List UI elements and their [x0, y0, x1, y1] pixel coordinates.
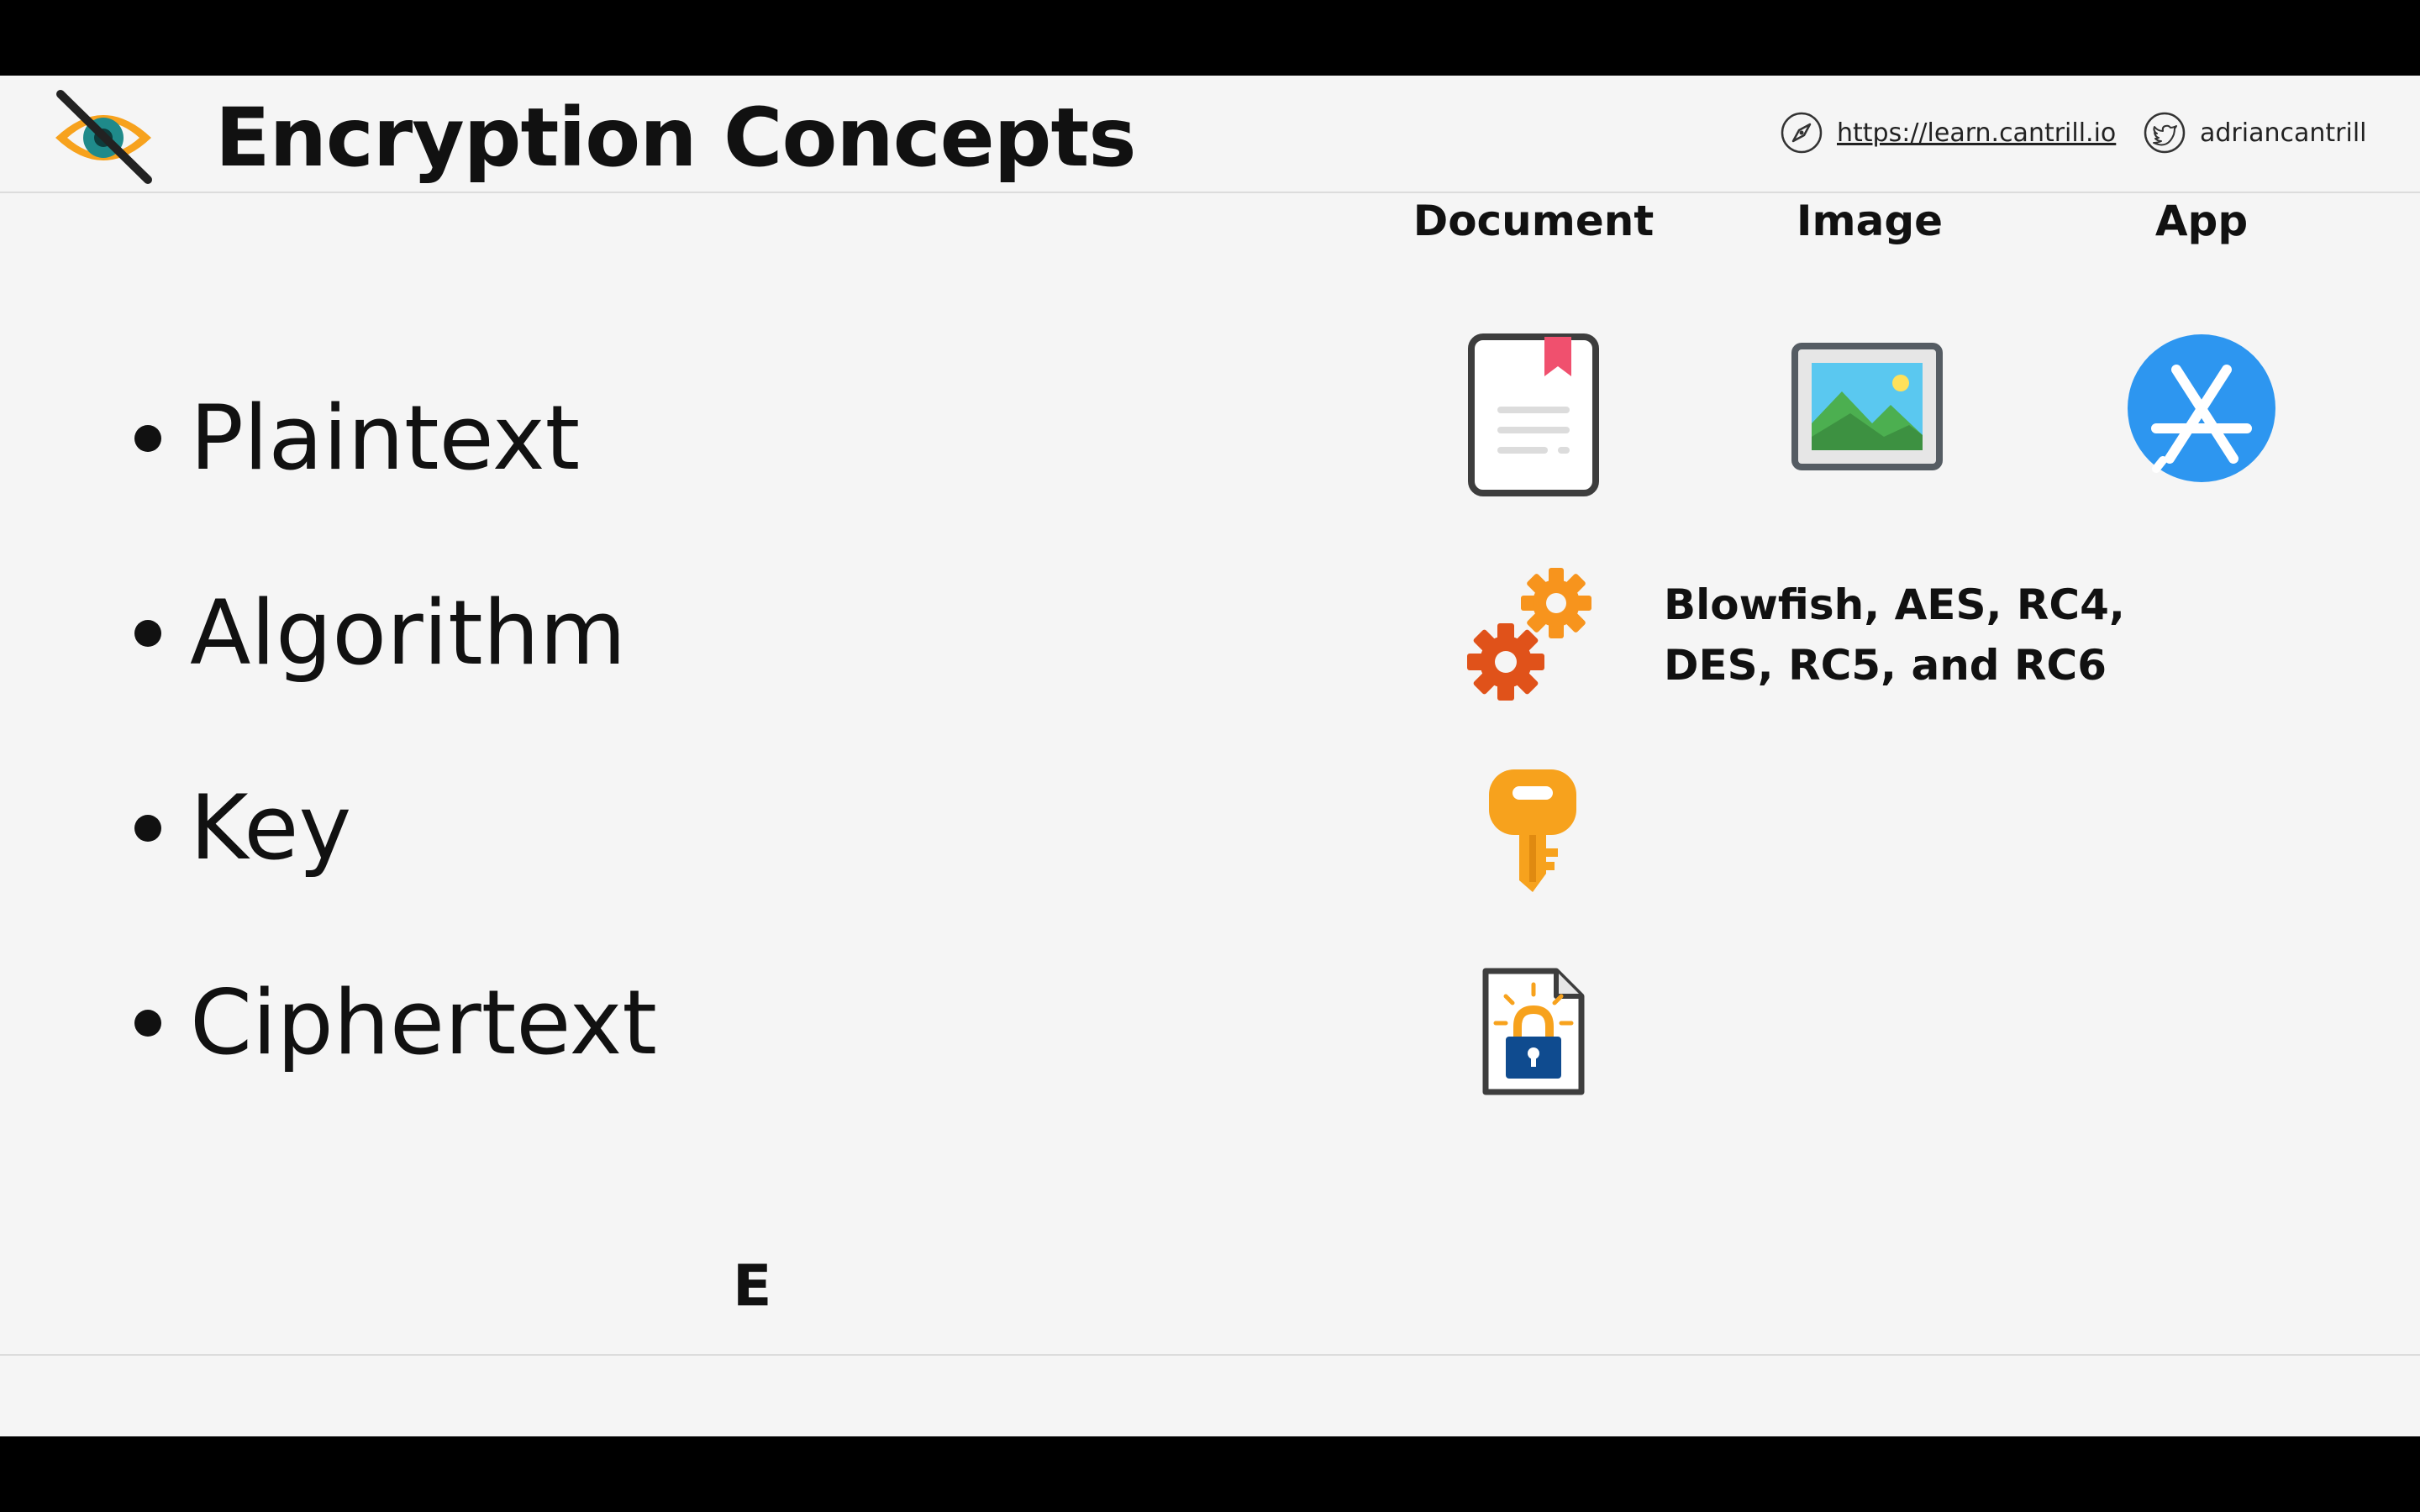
letterbox-bottom: [0, 1436, 2420, 1512]
header-divider: [0, 192, 2420, 193]
twitter-handle[interactable]: adriancantrill: [2143, 111, 2367, 155]
algorithm-examples-line-1: Blowfish, AES, RC4,: [1664, 580, 2125, 629]
website-link[interactable]: https://learn.cantrill.io: [1780, 111, 2116, 155]
column-header-app: App: [2154, 197, 2249, 245]
page-title: Encryption Concepts: [215, 91, 1136, 185]
bullet-dot: [134, 814, 161, 842]
algorithm-examples-line-2: DES, RC5, and RC6: [1664, 641, 2107, 690]
compass-icon: [1781, 112, 1823, 154]
encrypted-file-icon: [1482, 968, 1585, 1095]
slide: Encryption Concepts https://learn.cantri…: [0, 76, 2420, 1436]
bullet-item-plaintext: Plaintext: [134, 386, 580, 490]
gears-icon: [1467, 568, 1591, 701]
letterbox-top: [0, 0, 2420, 76]
column-header-image: Image: [1796, 197, 1944, 245]
bullet-label: Key: [190, 776, 352, 879]
twitter-username[interactable]: adriancantrill: [2200, 118, 2367, 148]
bullet-label: Plaintext: [190, 386, 581, 490]
bullet-item-key: Key: [134, 776, 351, 879]
column-header-document: Document: [1413, 197, 1655, 245]
app-store-icon: [2128, 334, 2275, 482]
image-icon: [1791, 343, 1943, 470]
eye-slash-logo-icon: [55, 90, 152, 184]
document-icon: [1468, 333, 1599, 496]
bullet-dot: [134, 619, 161, 647]
footer-divider: [0, 1354, 2420, 1356]
twitter-bird-icon: [2144, 112, 2186, 154]
bullet-item-ciphertext: Ciphertext: [134, 971, 657, 1074]
footer-letter: E: [733, 1253, 772, 1320]
bullet-item-algorithm: Algorithm: [134, 581, 626, 685]
website-url[interactable]: https://learn.cantrill.io: [1837, 118, 2117, 148]
bullet-dot: [134, 1009, 161, 1037]
bullet-dot: [134, 424, 161, 452]
bullet-label: Ciphertext: [190, 971, 657, 1074]
bullet-label: Algorithm: [190, 581, 627, 685]
key-icon: [1489, 769, 1576, 892]
algorithm-examples: Blowfish, AES, RC4, DES, RC5, and RC6: [1664, 575, 2125, 696]
